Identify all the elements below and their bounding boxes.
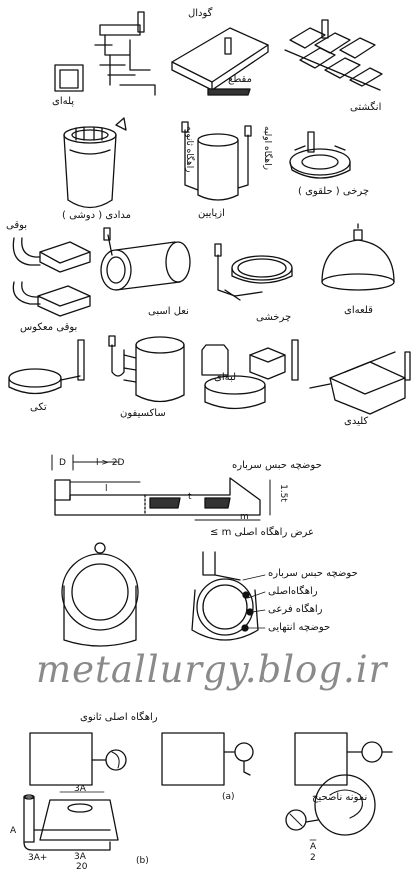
label-rahgah-asli-sanavi: راهگاه اصلی ثانوی xyxy=(80,712,158,723)
sprue-well-figure-a2 xyxy=(161,732,254,786)
label-toki: تکی xyxy=(30,402,47,413)
label-arz-rahgah: عرض راهگاه اصلی m ≥ xyxy=(210,527,315,538)
legend-entehayi: حوضچه انتهایی xyxy=(268,622,331,633)
label-rahgah-avalie: راهگاه اولیه xyxy=(262,126,272,171)
tag-b: (b) xyxy=(136,856,149,866)
label-charkhi-halqavi: چرخی ( حلقوی ) xyxy=(298,186,370,197)
tag-a: (a) xyxy=(222,792,235,802)
label-angoshti: انگشتی xyxy=(350,102,382,113)
watermark: metallurgy.blog.ir xyxy=(36,648,388,691)
dim-l: l > 2D xyxy=(96,458,125,468)
dim-A: A xyxy=(10,826,17,836)
label-maqta: مقطع xyxy=(228,74,252,85)
dim-m: m xyxy=(240,512,249,522)
label-rahgah-sanaviye: راهگاه ثانویه xyxy=(184,126,194,173)
label-qolee: قلعه‌ای xyxy=(344,305,373,316)
dim-3A: 3A xyxy=(74,784,86,794)
edge-gating-figure xyxy=(201,339,299,410)
label-houzche-habs: حوضچه حبس سرباره xyxy=(232,460,322,471)
sprue-dimension-figure-b xyxy=(23,791,119,851)
ring-runner-right xyxy=(191,551,266,641)
dim-20: 20 xyxy=(76,862,88,872)
reverse-horn-gating-figure xyxy=(12,281,91,317)
finger-gating-figure xyxy=(284,19,383,91)
runner-dimension-drawing xyxy=(51,454,271,521)
label-madadi: مدادی ( دوشی ) xyxy=(62,210,131,221)
dim-A2-top: A xyxy=(310,842,317,852)
bottom-gating-figure xyxy=(181,121,252,201)
label-labeyi: لبه‌ای xyxy=(214,372,237,383)
swirl-trap-figure-b xyxy=(285,774,376,841)
dim-D: D xyxy=(59,458,66,468)
horn-gating-figure xyxy=(12,237,91,273)
label-nal-asbi: نعل اسبی xyxy=(148,306,189,317)
label-pele: پله‌ای xyxy=(52,96,75,107)
step-gating-figure xyxy=(54,11,156,96)
legend-houzche: حوضچه حبس سرباره xyxy=(268,568,358,579)
key-gating-figure xyxy=(309,351,411,415)
label-saksifoni: ساکسیفون xyxy=(120,408,166,419)
trough-gating-figure xyxy=(171,27,269,96)
label-booqi: بوقی xyxy=(6,220,28,231)
sprue-well-figure-a3-incorrect xyxy=(294,732,393,786)
label-goudal: گودال xyxy=(188,8,213,19)
label-charkhshi: چرخشی xyxy=(256,312,292,323)
sprue-well-figure-a1 xyxy=(29,732,127,786)
label-kelidi: کلیدی xyxy=(344,416,369,427)
legend-asli: راهگاه‌اصلی xyxy=(268,586,318,597)
label-azpayin: ازپایین xyxy=(198,208,225,219)
swirl-gating-figure xyxy=(214,243,293,301)
dim-15t: 1.5t xyxy=(277,484,288,502)
ring-runner-left xyxy=(61,542,139,647)
pencil-gating-figure xyxy=(63,117,127,209)
single-gating-figure xyxy=(8,339,85,395)
ring-gating-figure xyxy=(289,131,351,179)
saxophone-gating-figure xyxy=(108,335,185,403)
dim-3Aplus: 3A+ xyxy=(28,853,48,863)
dim-t: t xyxy=(188,492,192,502)
dim-A2-bot: 2 xyxy=(310,853,316,863)
legend-farei: راهگاه فرعی xyxy=(268,604,323,615)
dome-gating-figure xyxy=(321,223,395,291)
label-booqi-makoos: بوقی معکوس xyxy=(20,322,78,333)
dim-l-small: l xyxy=(105,484,108,494)
dim-3A20: 3A xyxy=(74,852,86,862)
horseshoe-gating-figure xyxy=(100,227,191,291)
label-namoone: نمونه ناصحیح xyxy=(312,792,368,803)
